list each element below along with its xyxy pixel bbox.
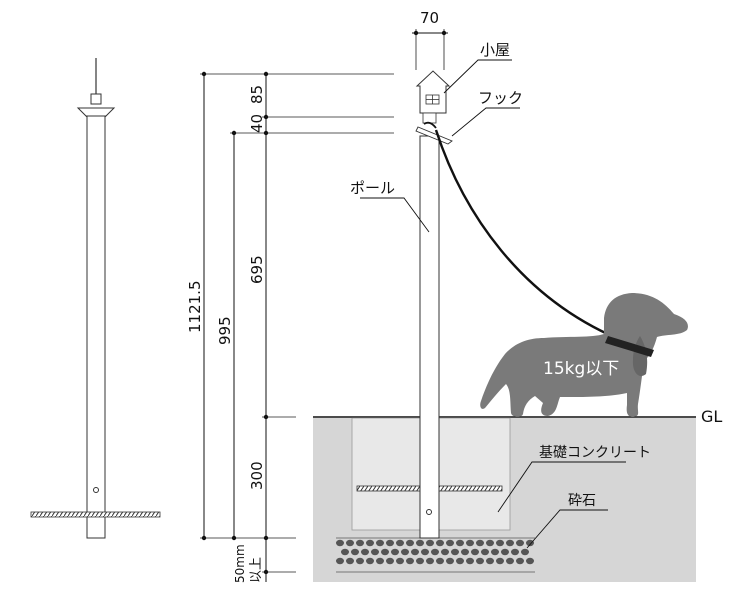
gravel-stone [376,539,384,547]
gravel-stone [381,548,389,556]
dog-weight-label: 15kg以下 [543,359,619,379]
gravel-stone [376,557,384,565]
gravel-stone [496,539,504,547]
gravel-stone [361,548,369,556]
pole-label: ポール [350,179,395,197]
gravel-stone [441,548,449,556]
gravel-stone [511,548,519,556]
gravel-stone [386,557,394,565]
gravel-stone [526,539,534,547]
dimension-lines [200,29,448,582]
dim-995: 995 [216,316,234,345]
ground-line-label: GL [701,407,722,426]
gravel-stone [436,539,444,547]
gravel-stone [476,539,484,547]
gravel-stone [366,557,374,565]
gravel-stone [471,548,479,556]
gravel-stone [466,557,474,565]
gravel-stone [396,557,404,565]
gravel-stone [451,548,459,556]
gravel-stone [506,539,514,547]
gravel-stone [461,548,469,556]
gravel-stone [456,539,464,547]
gravel-stone [401,548,409,556]
gravel-stone [476,557,484,565]
dim-85: 85 [248,85,266,104]
main-pole [419,135,440,539]
gravel-stone [486,557,494,565]
gravel-stone [341,548,349,556]
gravel-stone [351,548,359,556]
gravel-stone [521,548,529,556]
gravel-stone [491,548,499,556]
side-view-bracket [76,107,116,117]
side-view-cap [90,93,102,105]
gravel-stone [391,548,399,556]
house-icon [415,70,451,114]
gravel-stone [356,539,364,547]
gravel-label: 砕石 [568,493,596,509]
gravel-stone [336,539,344,547]
gravel-stone [526,557,534,565]
ground-section [313,416,696,582]
gravel-stone [496,557,504,565]
hook-icon [415,126,453,145]
dim-bottom-min-value: 50mm [233,544,247,583]
gravel-stone [481,548,489,556]
hook [415,121,453,145]
pole-hole [426,509,432,515]
gravel-stone [406,539,414,547]
gravel-stone [366,539,374,547]
dim-top-width: 70 [420,9,439,27]
gravel-stone [506,557,514,565]
house-label: 小屋 [480,41,510,59]
callouts [360,59,626,549]
dog-silhouette: 15kg以下 [480,293,688,417]
gravel-stone [421,548,429,556]
gravel-stone [406,557,414,565]
concrete-label: 基礎コンクリート [539,444,651,461]
gravel-stone [346,539,354,547]
dog-lead [434,129,627,344]
gravel-stone [486,539,494,547]
side-view-hole [93,487,99,493]
gravel-stone [346,557,354,565]
gravel-stone [516,557,524,565]
gravel-stone [371,548,379,556]
gravel-stone [356,557,364,565]
gravel-stone [431,548,439,556]
hook-label: フック [478,89,523,107]
gravel-stone [336,557,344,565]
gravel-stone [426,557,434,565]
dim-300: 300 [248,461,266,490]
gravel-stone [446,557,454,565]
gravel-stone [436,557,444,565]
dim-bottom-min-suffix: 以上 [249,557,264,583]
side-view-pole-body [86,115,106,539]
gravel-stone [416,539,424,547]
gravel-stone [446,539,454,547]
dim-40: 40 [248,114,266,133]
pole-body [419,135,440,539]
gravel-stone [501,548,509,556]
dog-collar [605,336,654,357]
dim-1121: 1121.5 [186,281,204,334]
gravel-layer [336,539,534,565]
side-view-pole [30,58,161,539]
gravel-stone [426,539,434,547]
gravel-stone [396,539,404,547]
gravel-stone [466,539,474,547]
gravel-stone [416,557,424,565]
gravel-stone [386,539,394,547]
dog-body [480,293,688,417]
side-view-anchor-spiral [30,511,161,518]
house-cap [415,70,451,124]
gravel-stone [411,548,419,556]
gravel-stone [516,539,524,547]
gravel-stone [456,557,464,565]
dim-695: 695 [248,255,266,284]
